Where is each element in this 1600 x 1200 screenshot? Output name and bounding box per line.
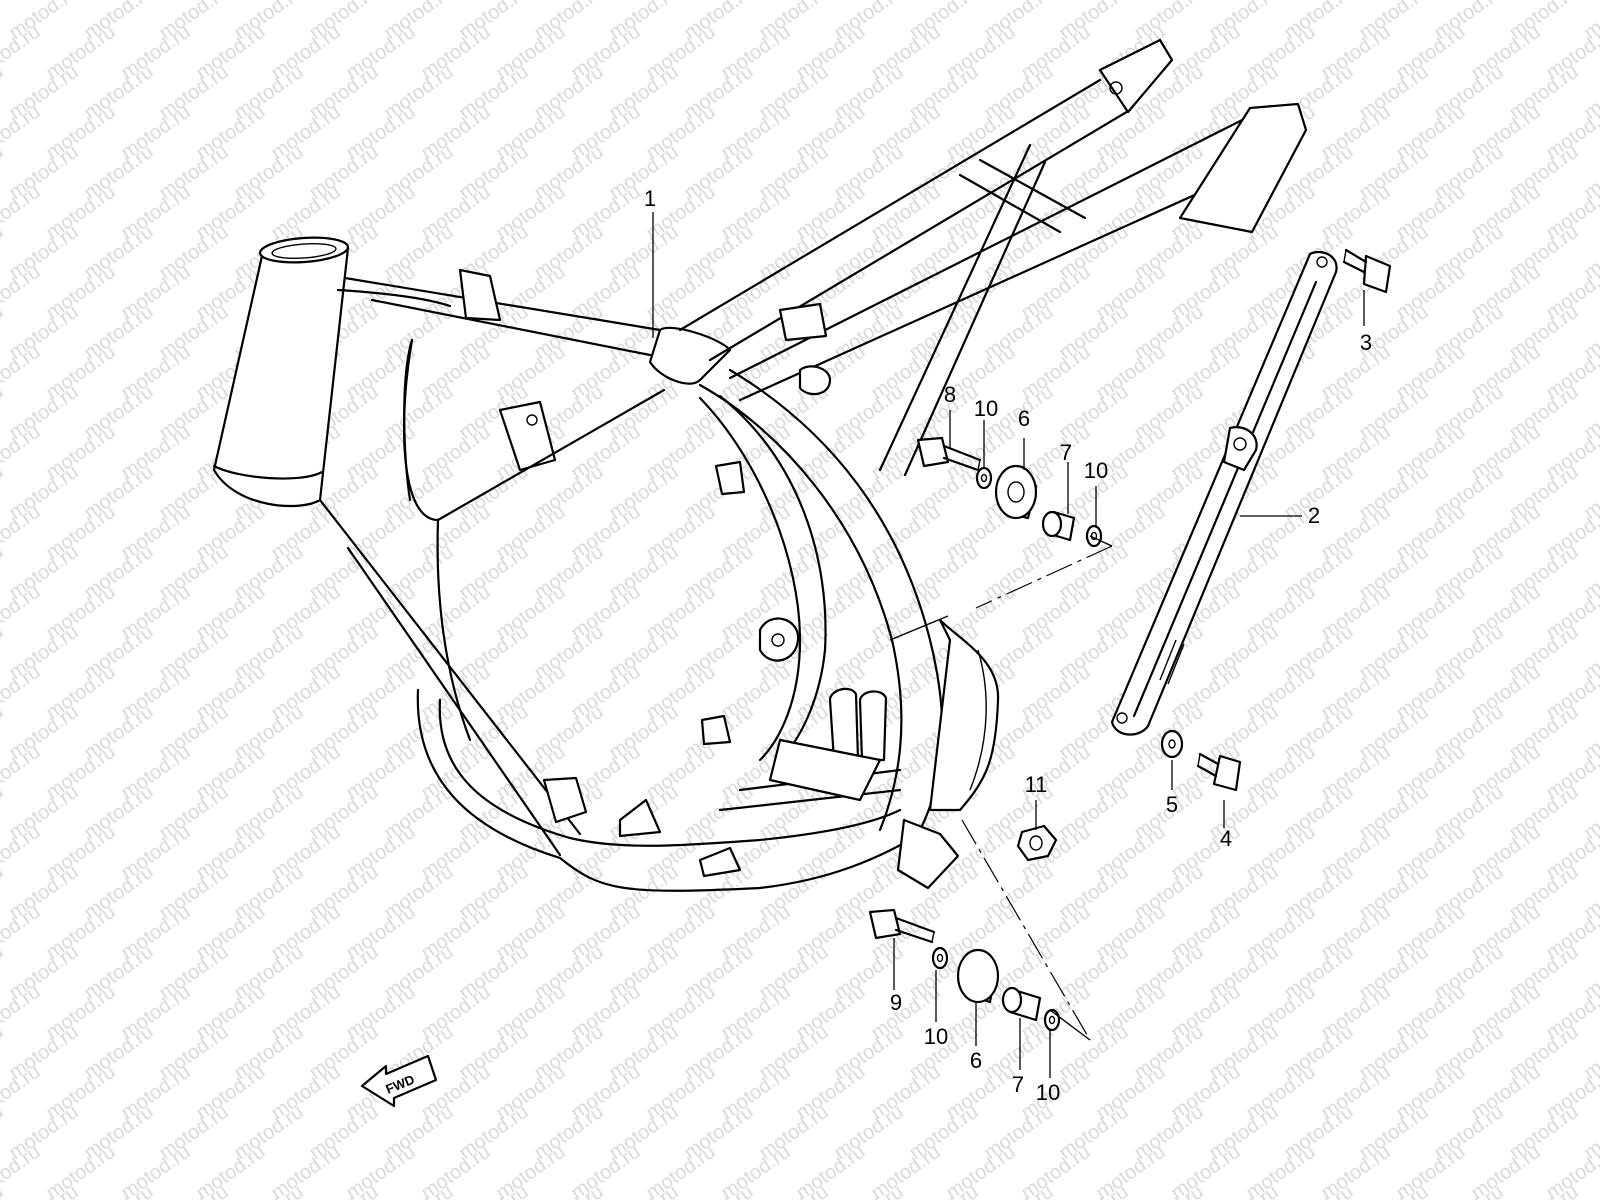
callout-5: 5 bbox=[1166, 792, 1178, 817]
watermark-text: motod.ru bbox=[380, 1181, 457, 1200]
bolt-3-part bbox=[1342, 248, 1392, 294]
watermark-text: motod.ru bbox=[1205, 1181, 1282, 1200]
watermark-text: motod.ru bbox=[230, 1181, 307, 1200]
watermark-text: motod.ru bbox=[1055, 1181, 1132, 1200]
watermark-text: motod.ru bbox=[0, 581, 45, 644]
alignment-lines bbox=[889, 535, 1113, 1041]
watermark-text: motod.ru bbox=[1280, 1181, 1357, 1200]
watermark-text: motod.ru bbox=[0, 61, 8, 124]
hardware-group bbox=[868, 248, 1392, 1032]
watermark-text: motod.ru bbox=[0, 941, 8, 1004]
watermark-text: motod.ru bbox=[0, 261, 45, 324]
callout-6-upper: 6 bbox=[1018, 406, 1030, 431]
watermark-text: motod.ru bbox=[0, 701, 8, 764]
watermark-text: motod.ru bbox=[0, 141, 8, 204]
watermark-text: motod.ru bbox=[5, 1181, 82, 1200]
bolt-4-part bbox=[1196, 752, 1242, 792]
main-frame-part bbox=[212, 38, 1308, 892]
callout-8: 8 bbox=[944, 382, 956, 407]
watermark-text: motod.ru bbox=[0, 821, 45, 884]
callout-11: 11 bbox=[1025, 772, 1048, 797]
watermark-text: motod.ru bbox=[0, 621, 8, 684]
watermark-text: motod.ru bbox=[680, 1181, 757, 1200]
bolt-9-part bbox=[868, 908, 936, 944]
watermark-text: motod.ru bbox=[0, 1021, 8, 1084]
callout-labels: 1 2 3 4 5 6 6 7 7 8 9 10 10 10 10 11 bbox=[644, 186, 1372, 1105]
watermark-text: motod.ru bbox=[605, 1181, 682, 1200]
watermark-text: motod.ru bbox=[1505, 1181, 1582, 1200]
callout-9: 9 bbox=[890, 990, 902, 1015]
callout-10-b: 10 bbox=[1084, 458, 1108, 483]
bushing-6-upper-part bbox=[994, 464, 1038, 520]
callout-4: 4 bbox=[1220, 826, 1232, 851]
watermark-text: motod.ru bbox=[0, 901, 45, 964]
bolt-8-part bbox=[916, 436, 982, 472]
lower-subframe-part bbox=[1110, 250, 1338, 736]
watermark-text: motod.ru bbox=[0, 21, 45, 84]
watermark-text: motod.ru bbox=[455, 1181, 532, 1200]
watermark-text: motod.ru bbox=[0, 461, 8, 524]
watermark-text: motod.ru bbox=[0, 301, 8, 364]
watermark-text: motod.ru bbox=[0, 381, 8, 444]
callout-7-lower: 7 bbox=[1012, 1072, 1024, 1097]
leader-lines bbox=[652, 212, 1365, 1078]
watermark-text: motod.ru bbox=[0, 101, 45, 164]
bushing-6-lower-part bbox=[956, 948, 1000, 1004]
forward-direction-arrow: FWD bbox=[360, 1054, 438, 1108]
watermark-text: motod.ru bbox=[0, 741, 45, 804]
watermark-text: motod.ru bbox=[0, 781, 8, 844]
watermark-text: motod.ru bbox=[1430, 1181, 1507, 1200]
watermark-text: motod.ru bbox=[1130, 1181, 1207, 1200]
callout-10-a: 10 bbox=[974, 396, 998, 421]
watermark-text: motod.ru bbox=[0, 661, 45, 724]
watermark-text: motod.ru bbox=[155, 1181, 232, 1200]
watermark-text: motod.ru bbox=[0, 861, 8, 924]
watermark-text: motod.ru bbox=[755, 1181, 832, 1200]
watermark-text: motod.ru bbox=[980, 1181, 1057, 1200]
callout-3: 3 bbox=[1360, 330, 1372, 355]
watermark-text: motod.ru bbox=[0, 1061, 45, 1124]
callout-6-lower: 6 bbox=[970, 1048, 982, 1073]
watermark-text: motod.ru bbox=[0, 421, 45, 484]
watermark-text: motod.ru bbox=[0, 341, 45, 404]
watermark-text: motod.ru bbox=[305, 1181, 382, 1200]
callout-10-d: 10 bbox=[1036, 1080, 1060, 1105]
callout-1: 1 bbox=[644, 186, 656, 211]
watermark-text: motod.ru bbox=[0, 981, 45, 1044]
watermark-text: motod.ru bbox=[0, 541, 8, 604]
watermark-text: motod.ru bbox=[80, 1181, 157, 1200]
callout-7-upper: 7 bbox=[1060, 440, 1072, 465]
watermark-text: motod.ru bbox=[830, 1181, 907, 1200]
watermark-text: motod.ru bbox=[0, 1101, 8, 1164]
watermark-text: motod.ru bbox=[0, 501, 45, 564]
callout-10-c: 10 bbox=[924, 1024, 948, 1049]
watermark-text: motod.ru bbox=[0, 221, 8, 284]
watermark-text: motod.ru bbox=[0, 181, 45, 244]
watermark-text: motod.ru bbox=[530, 1181, 607, 1200]
callout-2: 2 bbox=[1308, 503, 1320, 528]
watermark-text: motod.ru bbox=[905, 1181, 982, 1200]
watermark-text: motod.ru bbox=[1355, 1181, 1432, 1200]
